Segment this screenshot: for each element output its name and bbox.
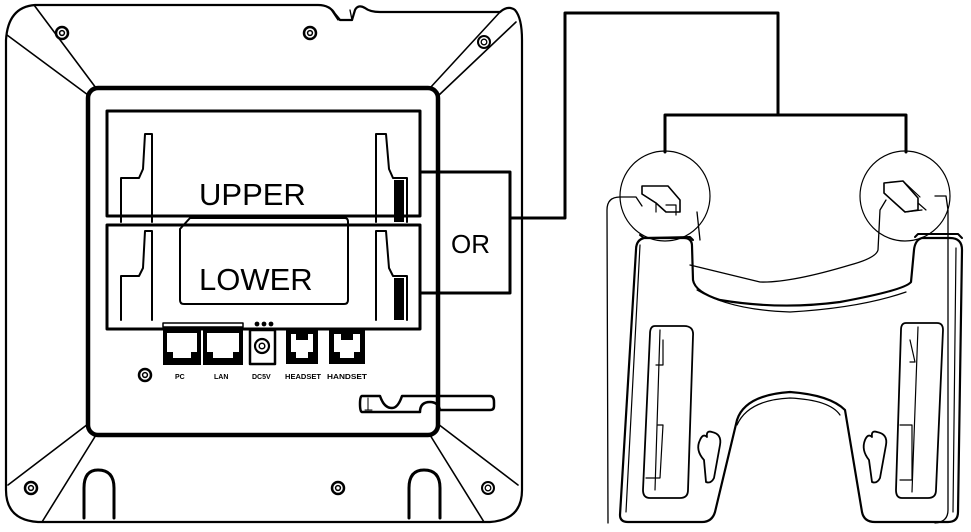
ethernet-port-icon	[163, 329, 201, 365]
right-foot	[407, 468, 442, 520]
or-label: OR	[451, 229, 490, 259]
stand-slot-right	[895, 322, 944, 499]
slot-tabs	[120, 133, 408, 321]
rj9-port-icon	[329, 330, 365, 364]
rj9-port-icon	[286, 330, 318, 364]
upper-slot-label: UPPER	[199, 177, 306, 212]
screw-icon	[481, 481, 495, 495]
upper-slot[interactable]: UPPER	[105, 109, 422, 218]
leader-branch	[663, 113, 908, 154]
screw-icon	[137, 367, 153, 383]
screw-holes	[23, 25, 495, 496]
keyhole-right-icon	[862, 430, 888, 484]
screw-icon	[330, 480, 346, 496]
lower-slot-label: LOWER	[199, 262, 313, 297]
port-label-pc: PC	[175, 374, 185, 381]
desk-stand	[606, 150, 964, 524]
port-label-headset: HEADSET	[285, 374, 322, 381]
port-label-dc: DC5V	[252, 374, 271, 381]
lower-slot[interactable]: LOWER	[105, 217, 422, 331]
screw-icon	[23, 480, 39, 496]
callout-right	[859, 150, 951, 242]
phone-outer-shell	[4, 3, 524, 524]
top-notch	[329, 7, 353, 21]
inner-panel	[85, 85, 441, 438]
port-row: PC LAN DC5V HEADSET HANDSET	[162, 321, 368, 381]
screw-icon	[54, 25, 70, 41]
port-label-handset: HANDSET	[327, 374, 368, 381]
power-jack-icon	[248, 321, 277, 366]
left-tab	[641, 185, 681, 216]
or-bracket	[418, 170, 512, 295]
stand-body	[618, 236, 964, 524]
keyhole-left-icon	[697, 430, 722, 484]
left-foot	[82, 468, 116, 520]
ethernet-port-icon	[203, 329, 243, 365]
cable-hook	[358, 394, 496, 414]
port-label-lan: LAN	[214, 374, 228, 381]
leader-line	[508, 11, 780, 220]
label-recess	[179, 217, 349, 305]
screw-icon	[477, 35, 491, 49]
callout-left	[619, 150, 711, 242]
stand-outline	[606, 195, 949, 524]
stand-slot-left	[642, 325, 694, 499]
screw-icon	[302, 25, 318, 41]
or-connector: OR	[418, 11, 908, 295]
right-tab	[883, 180, 927, 213]
phone-back: UPPER LOWER	[4, 3, 524, 524]
corner-bevels	[6, 4, 519, 523]
